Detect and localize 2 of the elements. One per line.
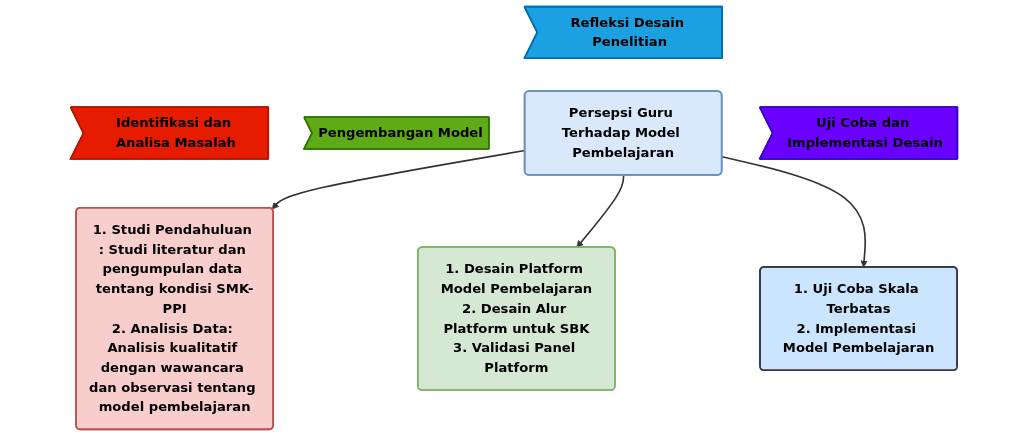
arrow	[576, 174, 625, 248]
arrow	[721, 155, 868, 268]
